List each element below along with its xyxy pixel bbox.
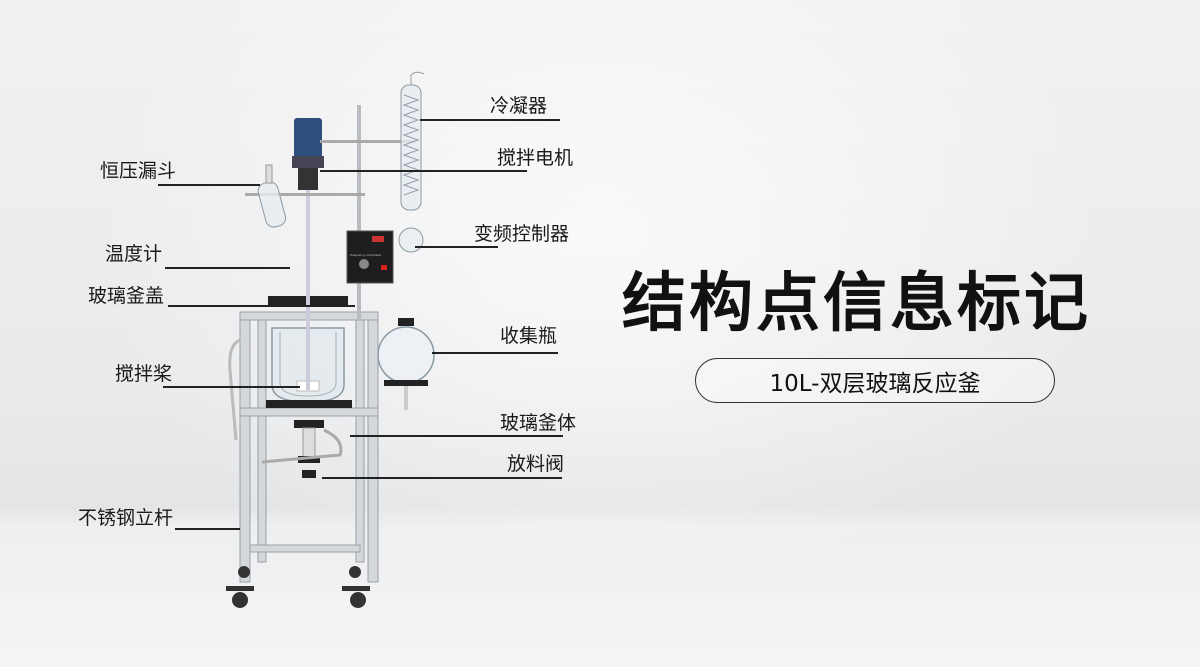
pressure-funnel	[257, 164, 287, 228]
label-stirring-motor: 搅拌电机	[497, 147, 574, 169]
casters	[226, 566, 370, 608]
leader-line-stirring-motor	[320, 170, 527, 172]
discharge-valve	[261, 420, 343, 478]
leader-line-condenser	[420, 119, 560, 121]
label-body: 玻璃釜体	[500, 412, 577, 434]
label-collector: 收集瓶	[500, 325, 558, 347]
label-funnel: 恒压漏斗	[100, 160, 177, 182]
label-lid: 玻璃釜盖	[88, 285, 165, 307]
leader-line-body	[350, 435, 563, 437]
page-title: 结构点信息标记	[622, 267, 1091, 341]
label-condenser: 冷凝器	[490, 95, 548, 117]
controller-lettering: Frequency Controller	[350, 253, 382, 257]
condenser	[398, 71, 425, 253]
label-paddle: 搅拌桨	[115, 363, 173, 385]
label-valve: 放料阀	[507, 453, 565, 475]
collection-flask	[377, 318, 435, 410]
leader-line-thermometer	[165, 267, 290, 269]
leader-line-collector	[432, 352, 558, 354]
stirring-motor	[292, 118, 324, 390]
label-pole: 不锈钢立杆	[78, 507, 174, 529]
leader-line-valve	[322, 477, 562, 479]
label-thermometer: 温度计	[105, 243, 163, 265]
label-controller: 变频控制器	[474, 223, 570, 245]
leader-line-funnel	[158, 184, 260, 186]
leader-line-pole	[175, 528, 240, 530]
product-name-badge: 10L-双层玻璃反应釜	[695, 358, 1055, 403]
leader-line-paddle	[163, 386, 300, 388]
leader-line-lid	[168, 305, 355, 307]
leader-line-controller	[415, 246, 498, 248]
frequency-controller: Frequency Controller	[346, 230, 394, 284]
